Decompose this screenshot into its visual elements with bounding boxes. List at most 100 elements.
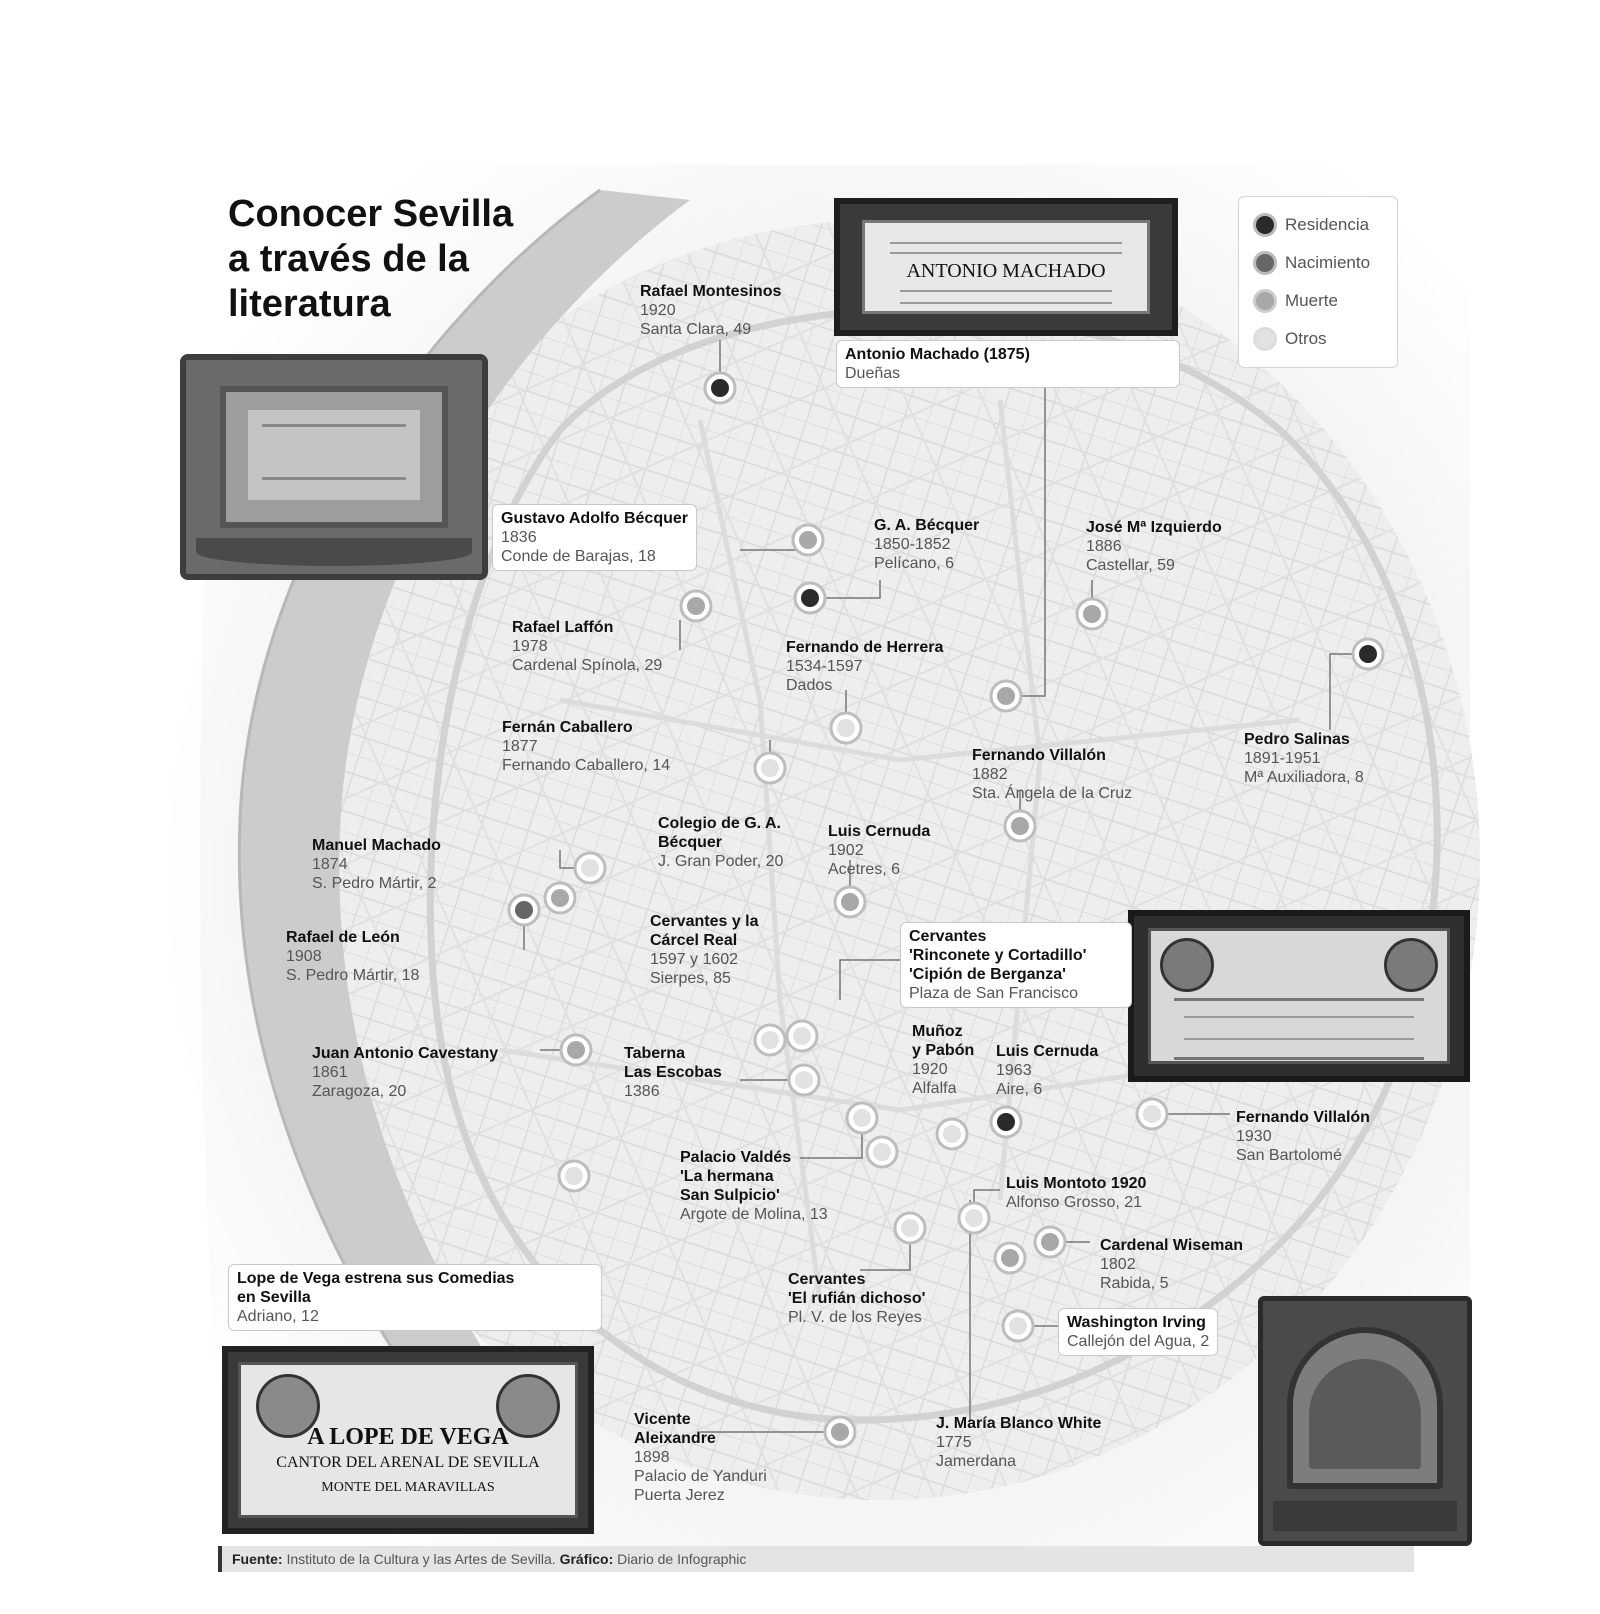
place-label: Rafael de León 1908 S. Pedro Mártir, 18	[286, 928, 419, 985]
place-name: José Mª Izquierdo	[1086, 519, 1222, 536]
main-street	[997, 399, 1043, 1201]
place-label: Manuel Machado 1874 S. Pedro Mártir, 2	[312, 836, 441, 893]
place-detail: 1886 Castellar, 59	[1086, 538, 1175, 574]
place-name: Cervantes 'El rufián dichoso'	[788, 1271, 926, 1307]
place-detail: 1978 Cardenal Spínola, 29	[512, 638, 663, 674]
place-detail: 1802 Rabida, 5	[1100, 1256, 1169, 1292]
marker-dot	[965, 1209, 983, 1227]
marker-dot	[1143, 1105, 1161, 1123]
place-detail: 1882 Sta. Ángela de la Cruz	[972, 766, 1133, 802]
place-name: Palacio Valdés 'La hermana San Sulpicio'	[680, 1149, 792, 1204]
place-detail: 1963 Aire, 6	[996, 1062, 1043, 1098]
place-label: Palacio Valdés 'La hermana San Sulpicio'…	[680, 1148, 828, 1224]
place-label: Fernando de Herrera 1534-1597 Dados	[786, 638, 943, 695]
map-marker-muerte	[989, 679, 1023, 713]
place-name: G. A. Bécquer	[874, 517, 980, 534]
legend-label: Residencia	[1285, 215, 1370, 234]
graphic-label: Gráfico:	[555, 1551, 614, 1567]
place-label: Cardenal Wiseman 1802 Rabida, 5	[1100, 1236, 1243, 1293]
place-detail: Callejón del Agua, 2	[1067, 1333, 1210, 1350]
place-label: Antonio Machado (1875) Dueñas	[836, 340, 1180, 388]
marker-dot	[873, 1143, 891, 1161]
plaque-medallion-left	[256, 1374, 320, 1438]
markers-layer	[507, 371, 1385, 1449]
map-marker-otros	[1001, 1309, 1035, 1343]
source-text: Instituto de la Cultura y las Artes de S…	[282, 1551, 556, 1567]
source-credit: Fuente: Instituto de la Cultura y las Ar…	[218, 1546, 1414, 1572]
place-label: Vicente Aleixandre 1898 Palacio de Yandu…	[634, 1410, 767, 1505]
photo-machado-plaque: ANTONIO MACHADO	[834, 198, 1178, 336]
map-marker-otros	[957, 1201, 991, 1235]
place-name: Cardenal Wiseman	[1100, 1237, 1244, 1254]
place-detail: 1861 Zaragoza, 20	[312, 1064, 407, 1100]
marker-dot	[1011, 817, 1029, 835]
legend: Residencia Nacimiento Muerte Otros	[1238, 196, 1398, 368]
map-marker-otros	[557, 1159, 591, 1193]
place-name: Cervantes y la Cárcel Real	[650, 913, 759, 949]
plaque-medallion-right	[1384, 938, 1438, 992]
place-detail: 1891-1951 Mª Auxiliadora, 8	[1244, 750, 1364, 786]
place-detail: 1930 San Bartolomé	[1236, 1128, 1342, 1164]
marker-dot	[801, 589, 819, 607]
photo-cervantes-plaque	[1128, 910, 1470, 1082]
plaque-text: CANTOR DEL ARENAL DE SEVILLA	[276, 1454, 540, 1471]
marker-dot	[687, 597, 705, 615]
marker-dot	[1041, 1233, 1059, 1251]
place-name: Rafael de León	[286, 929, 400, 946]
legend-label: Muerte	[1285, 291, 1338, 310]
plaque-inner	[862, 220, 1150, 314]
place-label: Taberna Las Escobas 1386	[624, 1044, 722, 1101]
legend-swatch	[1253, 289, 1277, 313]
legend-swatch	[1253, 327, 1277, 351]
vignette-top	[0, 0, 1600, 165]
place-label: Lope de Vega estrena sus Comedias en Sev…	[228, 1264, 602, 1331]
place-label: G. A. Bécquer 1850-1852 Pelícano, 6	[874, 516, 979, 573]
plaque-inner	[1309, 1359, 1421, 1469]
photo-irving-plaque	[1258, 1296, 1472, 1546]
marker-dot	[795, 1071, 813, 1089]
place-name: Antonio Machado (1875)	[845, 346, 1030, 363]
plaque-text-lines	[1184, 1016, 1414, 1040]
marker-dot	[1083, 605, 1101, 623]
place-name: Luis Cernuda	[828, 823, 931, 840]
marker-dot	[853, 1109, 871, 1127]
marker-dot	[1001, 1249, 1019, 1267]
photo-lope-plaque: A LOPE DE VEGA CANTOR DEL ARENAL DE SEVI…	[222, 1346, 594, 1534]
place-name: Manuel Machado	[312, 837, 441, 854]
place-name: Juan Antonio Cavestany	[312, 1045, 499, 1062]
marker-dot	[943, 1125, 961, 1143]
place-name: Fernando de Herrera	[786, 639, 944, 656]
plaque-text-lines	[900, 290, 1112, 304]
place-name: Luis Montoto 1920	[1006, 1175, 1147, 1192]
marker-dot	[799, 531, 817, 549]
place-name: Pedro Salinas	[1244, 731, 1350, 748]
place-detail: Dueñas	[845, 365, 901, 382]
place-detail: Plaza de San Francisco	[909, 985, 1078, 1002]
place-name: Luis Cernuda	[996, 1043, 1099, 1060]
source-label: Fuente:	[232, 1551, 283, 1567]
marker-dot	[1359, 645, 1377, 663]
place-label: José Mª Izquierdo 1886 Castellar, 59	[1086, 518, 1222, 575]
marker-dot	[551, 889, 569, 907]
plaque-text: A LOPE DE VEGA	[307, 1424, 509, 1450]
place-label: Luis Montoto 1920 Alfonso Grosso, 21	[1006, 1174, 1146, 1212]
place-detail: 1877 Fernando Caballero, 14	[502, 738, 671, 774]
place-detail: 1386	[624, 1083, 660, 1100]
place-name: Rafael Laffón	[512, 619, 614, 636]
marker-dot	[565, 1167, 583, 1185]
legend-item-nacimiento: Nacimiento	[1253, 249, 1370, 277]
plaque-text: MONTE DEL MARAVILLAS	[321, 1480, 495, 1495]
map-marker-otros	[753, 1023, 787, 1057]
place-name: Colegio de G. A. Bécquer	[658, 815, 781, 851]
marker-dot	[581, 859, 599, 877]
place-label: Rafael Montesinos 1920 Santa Clara, 49	[640, 282, 781, 339]
map-marker-otros	[935, 1117, 969, 1151]
marker-dot	[841, 893, 859, 911]
map-marker-residencia	[703, 371, 737, 405]
place-detail: 1908 S. Pedro Mártir, 18	[286, 948, 420, 984]
marker-dot	[793, 1027, 811, 1045]
legend-swatch	[1253, 213, 1277, 237]
map-marker-otros	[787, 1063, 821, 1097]
plaque-text-lines	[890, 242, 1122, 254]
map-marker-muerte	[791, 523, 825, 557]
